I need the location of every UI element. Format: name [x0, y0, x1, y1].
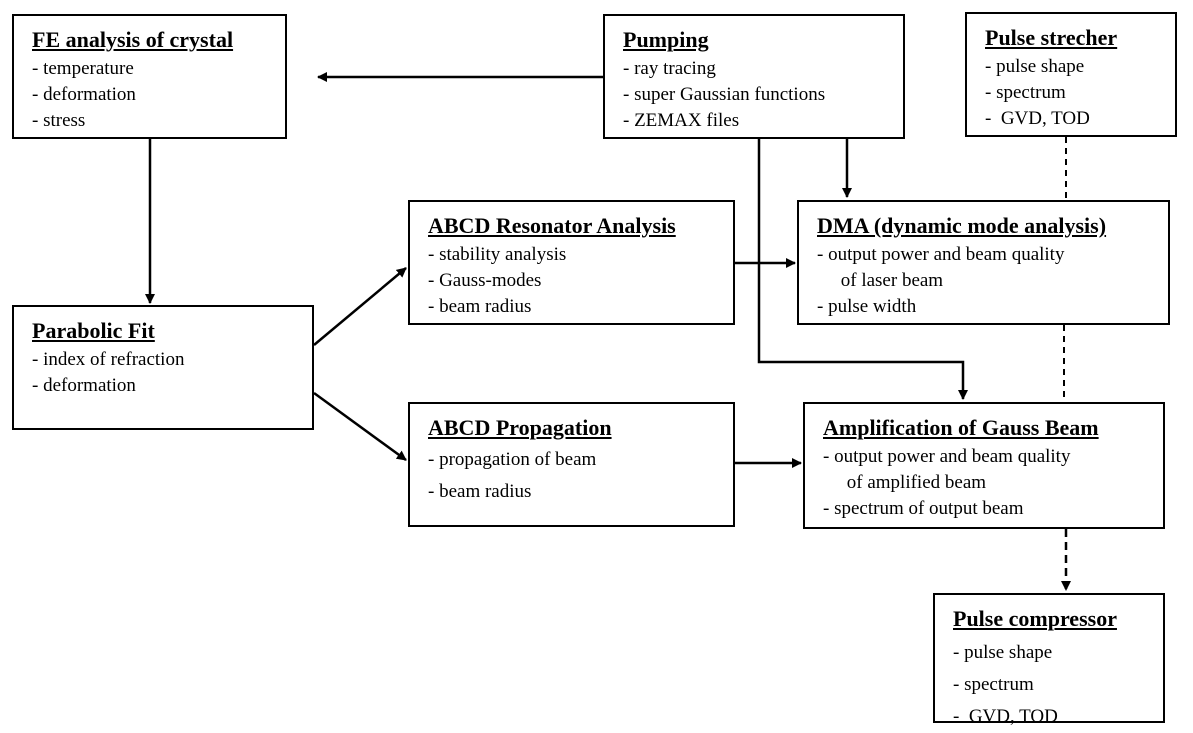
box-item: - super Gaussian functions	[623, 84, 826, 105]
pulse-stretcher-box: Pulse strecher - pulse shape - spectrum …	[965, 12, 1177, 137]
box-item: - spectrum	[953, 674, 1034, 695]
box-item: - index of refraction	[32, 349, 185, 370]
box-item: - pulse shape	[953, 642, 1053, 663]
arrow-pumping-to-amplification	[757, 139, 968, 400]
box-item: - ZEMAX files	[623, 110, 740, 131]
box-title: Pulse strecher	[985, 25, 1118, 50]
box-item: - GVD, TOD	[953, 706, 1058, 727]
box-item: - stability analysis	[428, 244, 567, 265]
box-item: - pulse shape	[985, 56, 1085, 77]
box-item: of laser beam	[817, 270, 944, 291]
box-item: - ray tracing	[623, 58, 716, 79]
box-item: - spectrum of output beam	[823, 498, 1024, 519]
abcd-propagation-box: ABCD Propagation - propagation of beam -…	[408, 402, 735, 527]
box-title: FE analysis of crystal	[32, 27, 234, 52]
box-item: - deformation	[32, 375, 136, 396]
box-item: of amplified beam	[823, 472, 987, 493]
amplification-box: Amplification of Gauss Beam - output pow…	[803, 402, 1165, 529]
box-title: ABCD Resonator Analysis	[428, 213, 676, 238]
box-item: - deformation	[32, 84, 136, 105]
box-item: - output power and beam quality	[823, 446, 1071, 467]
arrow-parabolic-to-propagation	[313, 391, 407, 462]
box-item: - beam radius	[428, 481, 532, 502]
abcd-resonator-box: ABCD Resonator Analysis - stability anal…	[408, 200, 735, 325]
box-item: - stress	[32, 110, 86, 131]
box-item: - propagation of beam	[428, 449, 597, 470]
box-item: - Gauss-modes	[428, 270, 542, 291]
box-item: - pulse width	[817, 296, 917, 317]
arrow-parabolic-to-resonator	[313, 267, 407, 346]
box-title: Pulse compressor	[953, 606, 1117, 631]
box-title: Parabolic Fit	[32, 318, 155, 343]
box-item: - output power and beam quality	[817, 244, 1065, 265]
pumping-box: Pumping - ray tracing - super Gaussian f…	[603, 14, 905, 139]
box-item: - beam radius	[428, 296, 532, 317]
fe-analysis-box: FE analysis of crystal - temperature - d…	[12, 14, 287, 139]
dma-box: DMA (dynamic mode analysis) - output pow…	[797, 200, 1170, 325]
box-item: - temperature	[32, 58, 134, 79]
box-item: - spectrum	[985, 82, 1066, 103]
pulse-compressor-box: Pulse compressor - pulse shape - spectru…	[933, 593, 1165, 727]
parabolic-fit-box: Parabolic Fit - index of refraction - de…	[12, 305, 314, 430]
box-title: ABCD Propagation	[428, 415, 612, 440]
box-title: DMA (dynamic mode analysis)	[817, 213, 1107, 238]
box-title: Pumping	[623, 27, 709, 52]
box-item: - GVD, TOD	[985, 108, 1090, 129]
box-title: Amplification of Gauss Beam	[823, 415, 1099, 440]
